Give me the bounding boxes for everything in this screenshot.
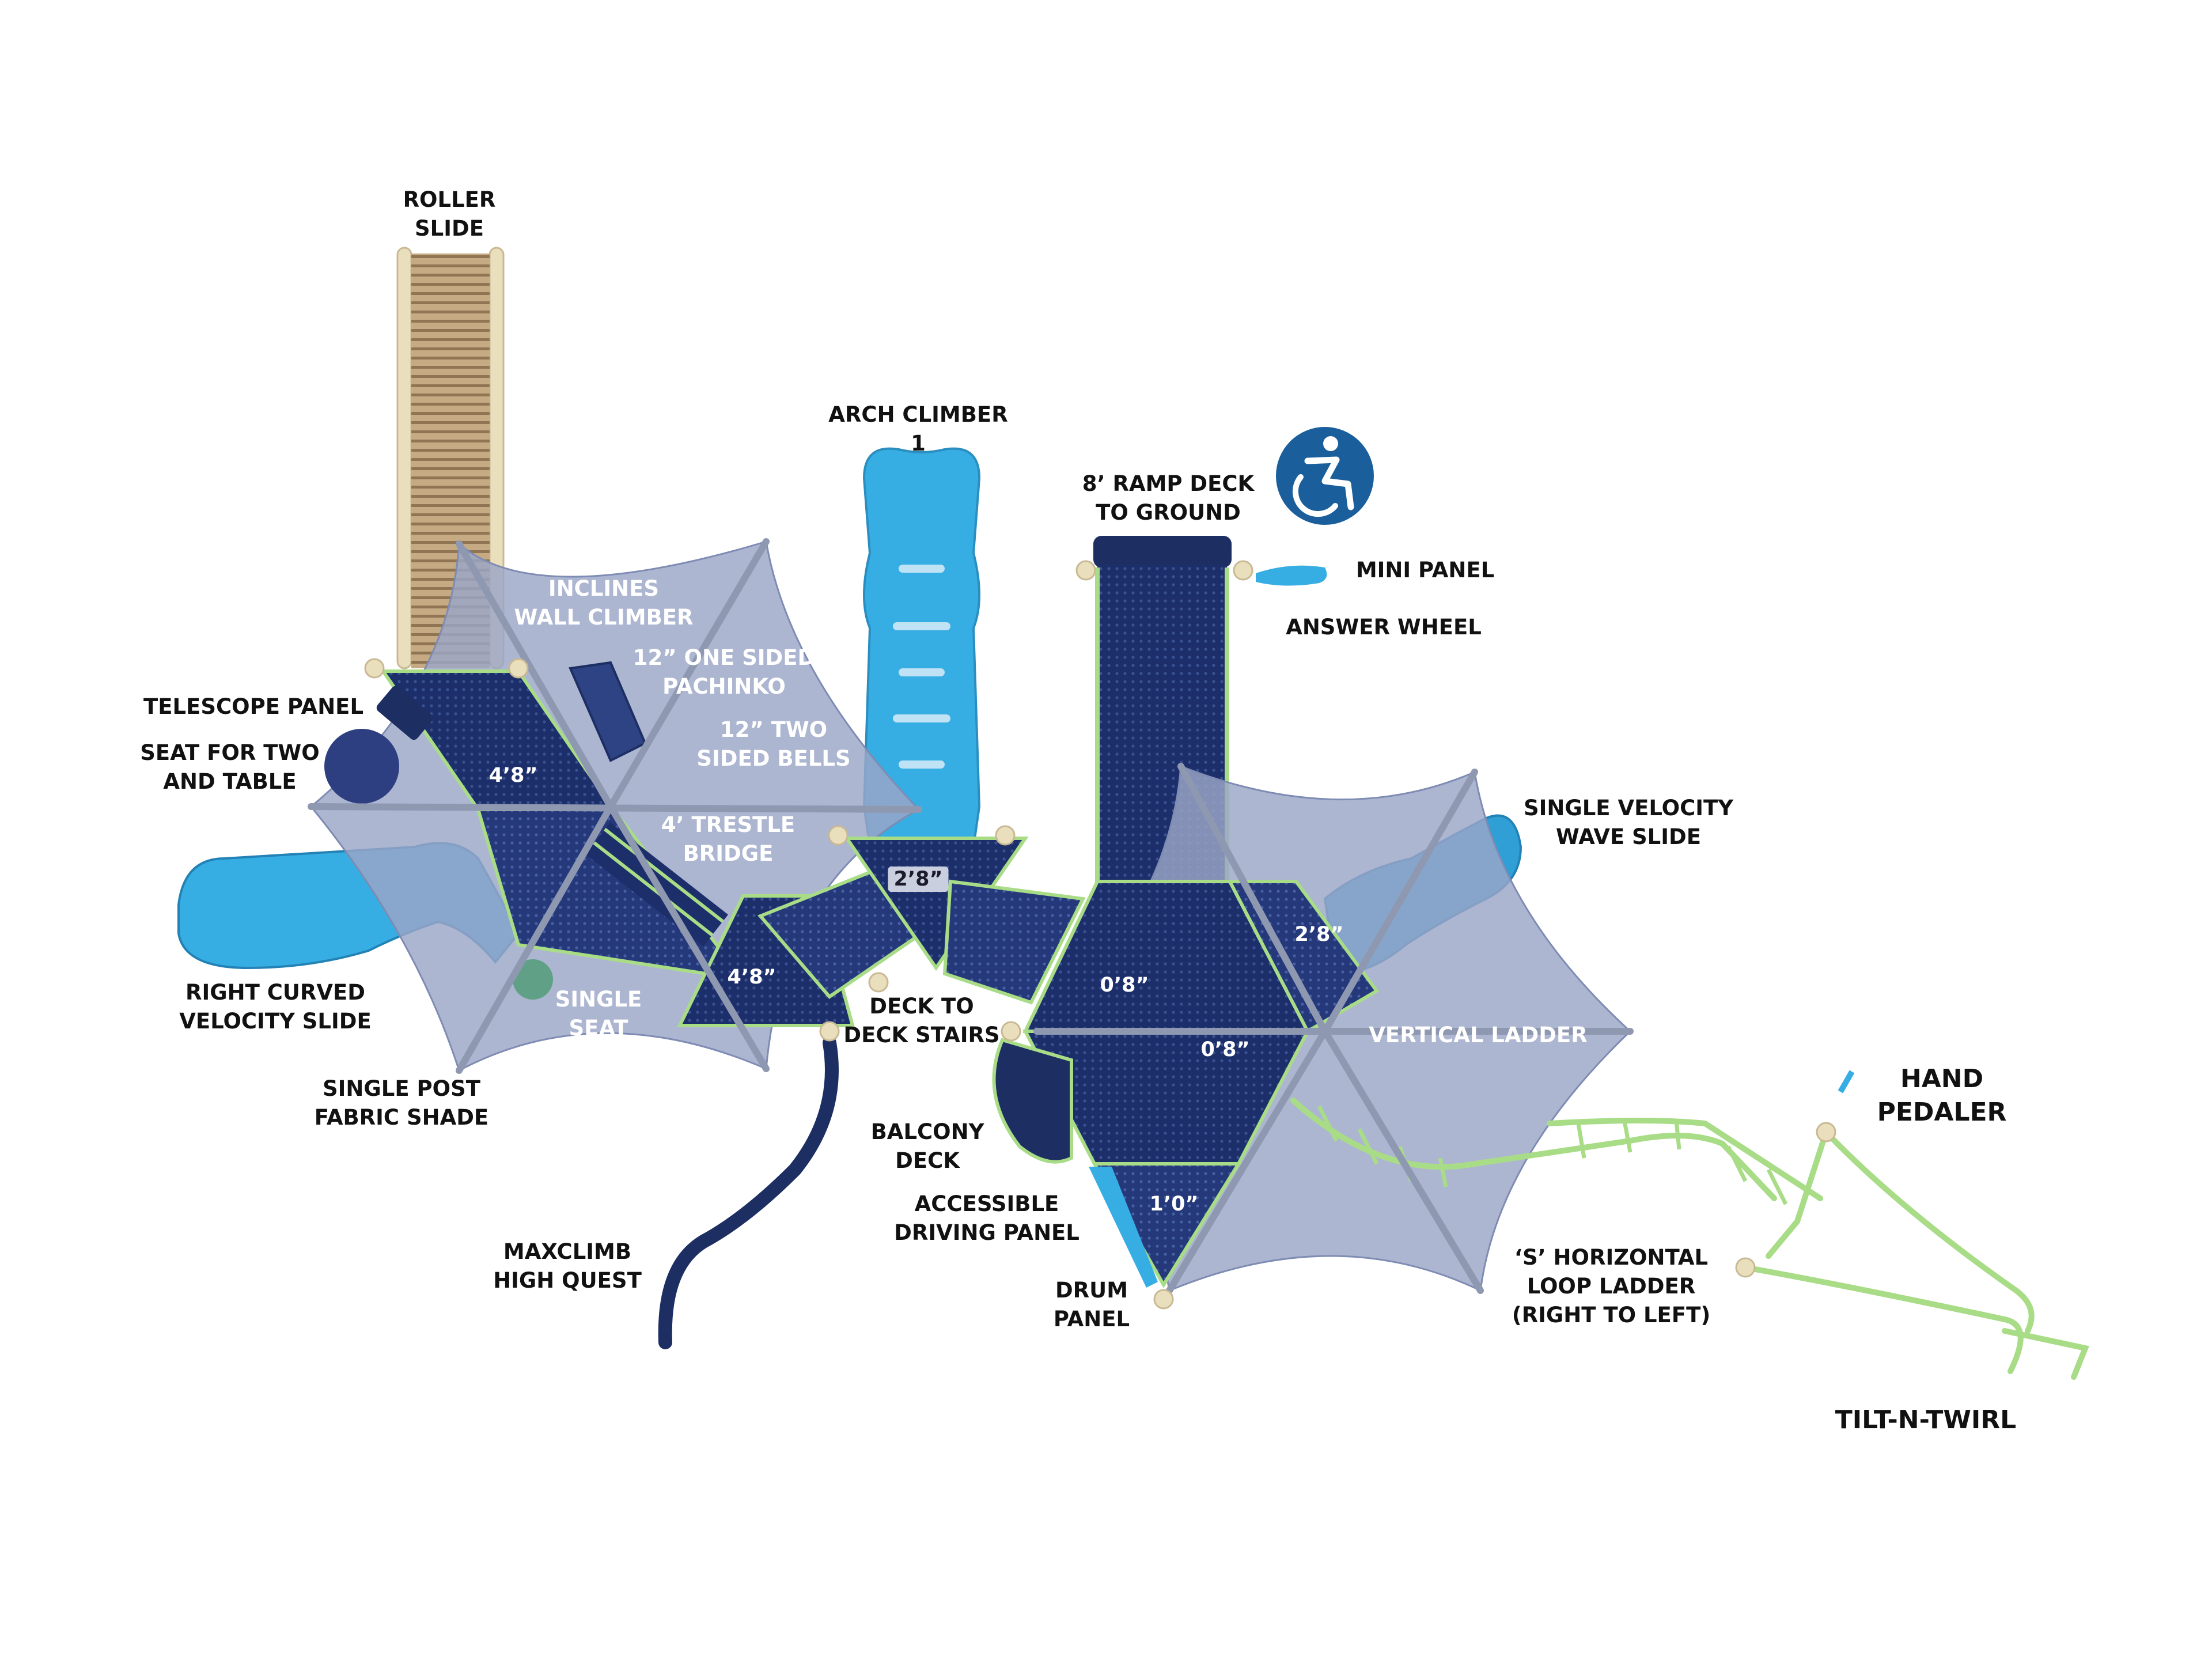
deck-height-5: 0’8” [1200, 1038, 1250, 1061]
deck-height-2: 4’8” [727, 966, 777, 989]
hand-pedaler [1838, 1070, 1855, 1094]
balcony-deck [992, 1038, 1073, 1164]
loop-ladder [1290, 1098, 1823, 1201]
label-mini-panel: MINI PANEL [1355, 558, 1495, 582]
deck-height-6: 2’8” [1294, 923, 1344, 946]
label-telescope-panel: TELESCOPE PANEL [143, 694, 364, 719]
label-answer-wheel: ANSWER WHEEL [1286, 615, 1482, 640]
label-vertical-ladder: VERTICAL LADDER [1369, 1023, 1588, 1047]
driving-panel [1089, 1167, 1158, 1288]
seat-table [324, 729, 399, 804]
deck-height-1: 4’8” [488, 764, 538, 787]
mini-panel [1256, 565, 1327, 586]
label-tilt-n-twirl: TILT-N-TWIRL [1835, 1405, 2017, 1435]
single-seat [513, 959, 553, 1000]
deck-height-4: 0’8” [1100, 974, 1149, 997]
maxclimb [658, 1036, 839, 1349]
deck-height-3: 2’8” [888, 867, 949, 892]
wheelchair-icon [1276, 427, 1374, 525]
posts [308, 538, 1634, 1294]
deck-height-7: 1’0” [1149, 1193, 1199, 1216]
telescope-panel [376, 686, 433, 740]
post-caps [364, 560, 1836, 1310]
arch-climber [862, 447, 981, 848]
tilt-n-twirl [1743, 1129, 2089, 1380]
